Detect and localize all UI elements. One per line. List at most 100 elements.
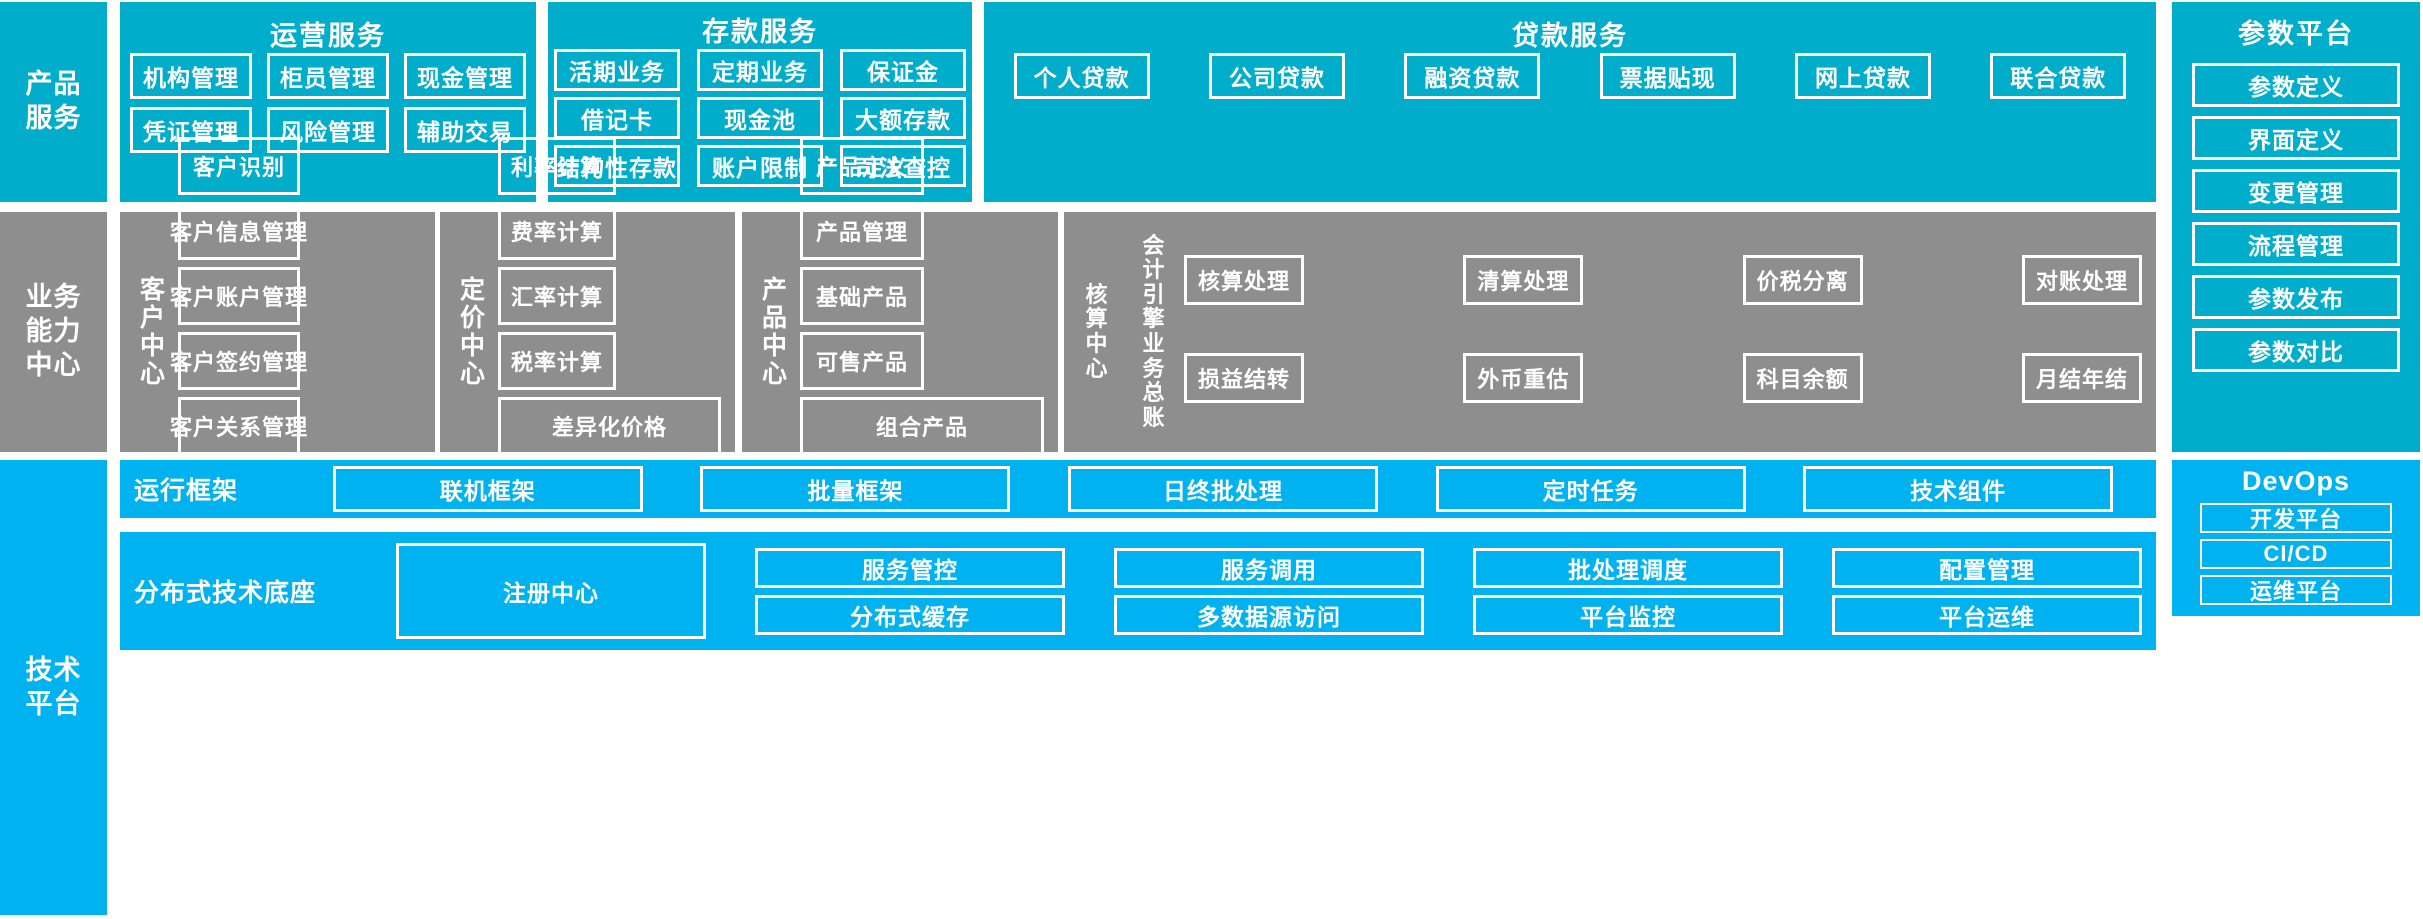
- tech-box-registry[interactable]: 注册中心: [396, 543, 706, 639]
- devops-box[interactable]: 运维平台: [2200, 575, 2392, 605]
- strip-label: 分布式技术底座: [134, 579, 317, 607]
- service-box[interactable]: 个人贷款: [1013, 53, 1150, 99]
- band-label-technology-platform: 技术 平台: [0, 460, 107, 915]
- group-vlabel-pricing-center: 定 价 中 心: [452, 276, 494, 388]
- service-box[interactable]: 定期业务: [697, 49, 823, 91]
- band-label-product-services: 产品 服务: [0, 2, 107, 202]
- service-box[interactable]: 借记卡: [554, 97, 680, 139]
- parameter-box[interactable]: 参数定义: [2192, 63, 2400, 107]
- vlabel-char: 心: [139, 360, 166, 388]
- tech-box[interactable]: 配置管理: [1832, 547, 2142, 588]
- service-box[interactable]: 辅助交易: [404, 107, 526, 153]
- tech-box[interactable]: 批量框架: [700, 466, 1011, 512]
- vlabel-char: 价: [459, 304, 486, 332]
- service-box[interactable]: 账户限制: [697, 145, 823, 187]
- capability-box[interactable]: 产品管理: [800, 202, 924, 260]
- service-box[interactable]: 柜员管理: [267, 53, 389, 99]
- capability-box[interactable]: 可售产品: [800, 332, 924, 390]
- service-box[interactable]: 活期业务: [554, 49, 680, 91]
- band-label-line: 产品: [25, 69, 82, 100]
- capability-box[interactable]: 基础产品: [800, 267, 924, 325]
- vlabel-char: 产: [761, 276, 788, 304]
- service-box[interactable]: 结构性存款: [554, 145, 680, 187]
- panel-items: 开发平台 CI/CD 运维平台: [2172, 503, 2420, 605]
- tech-box[interactable]: 联机框架: [332, 466, 643, 512]
- capability-box[interactable]: 税率计算: [498, 332, 616, 390]
- group-vlabel-product-center: 产 品 中 心: [754, 276, 796, 388]
- strip-label: 运行框架: [134, 477, 239, 505]
- service-box[interactable]: 现金管理: [404, 53, 526, 99]
- devops-box[interactable]: 开发平台: [2200, 503, 2392, 533]
- group-items: 机构管理 柜员管理 现金管理 凭证管理 风险管理 辅助交易: [120, 53, 536, 161]
- vlabel-char: 算: [1085, 306, 1109, 332]
- capability-box[interactable]: 客户账户管理: [170, 267, 307, 325]
- tech-box[interactable]: 批处理调度: [1473, 547, 1783, 588]
- capability-box[interactable]: 客户关系管理: [170, 397, 307, 455]
- capability-box[interactable]: 客户信息管理: [170, 202, 307, 260]
- vlabel-char: 中: [1085, 331, 1109, 356]
- capability-box[interactable]: 价税分离: [1742, 254, 1863, 305]
- tech-box[interactable]: 技术组件: [1803, 466, 2114, 512]
- capability-box[interactable]: 对账处理: [2021, 254, 2142, 305]
- service-box[interactable]: 风险管理: [267, 107, 389, 153]
- capability-box[interactable]: 汇率计算: [498, 267, 616, 325]
- tech-box[interactable]: 多数据源访问: [1114, 594, 1424, 635]
- capability-box[interactable]: 利率计算: [498, 137, 616, 195]
- devops-box[interactable]: CI/CD: [2200, 539, 2392, 569]
- capability-box[interactable]: 科目余额: [1742, 353, 1863, 404]
- capability-box[interactable]: 核算处理: [1184, 254, 1304, 305]
- panel-parameter-platform: 参数平台 参数定义 界面定义 变更管理 流程管理 参数发布 参数对比: [2172, 2, 2420, 452]
- capability-box[interactable]: 外币重估: [1463, 353, 1584, 404]
- service-box[interactable]: 保证金: [840, 49, 966, 91]
- service-box[interactable]: 公司贷款: [1208, 53, 1345, 99]
- vlabel-char: 客: [139, 276, 166, 304]
- strip-items: 注册中心 服务管控 分布式缓存 服务调用 多数据源访问 批处理调度 平台监控 配…: [382, 543, 2156, 639]
- service-box[interactable]: 融资贷款: [1404, 53, 1541, 99]
- tech-box[interactable]: 服务调用: [1114, 547, 1424, 588]
- capability-box[interactable]: 客户识别: [178, 137, 300, 195]
- group-deposit-services: 存款服务 活期业务 定期业务 保证金 借记卡 现金池 大额存款 结构性存款 账户…: [548, 2, 972, 202]
- vlabel-char: 总: [1142, 380, 1166, 406]
- tech-box[interactable]: 平台监控: [1473, 594, 1783, 635]
- strip-items: 联机框架 批量框架 日终批处理 定时任务 技术组件: [290, 466, 2156, 512]
- band-label-line: 业务: [25, 282, 82, 313]
- row-business-capability: 业务 能力 中心 客 户 中 心 客户识别 客户信息管理 客户账户管理 客户签约…: [0, 137, 2423, 520]
- vlabel-char: 心: [459, 360, 486, 388]
- tech-box[interactable]: 服务管控: [755, 547, 1065, 588]
- service-box[interactable]: 大额存款: [840, 97, 966, 139]
- service-box[interactable]: 现金池: [697, 97, 823, 139]
- service-box[interactable]: 网上贷款: [1794, 53, 1931, 99]
- capability-box[interactable]: 产品定义: [800, 137, 924, 195]
- band-label-line: 服务: [25, 103, 82, 133]
- capability-box[interactable]: 月结年结: [2021, 353, 2142, 404]
- tech-box[interactable]: 分布式缓存: [755, 594, 1065, 635]
- service-box[interactable]: 司法查控: [840, 145, 966, 187]
- service-box[interactable]: 票据贴现: [1599, 53, 1736, 99]
- subgroup-business-ledger: 业 务 总 账 损益结转 外币重估 科目余额 月结年结: [1122, 331, 2156, 431]
- capability-box[interactable]: 组合产品: [800, 397, 1044, 455]
- panel-devops: DevOps 开发平台 CI/CD 运维平台: [2172, 460, 2420, 616]
- tech-box[interactable]: 日终批处理: [1067, 466, 1378, 512]
- capability-box[interactable]: 差异化价格: [498, 397, 721, 455]
- group-title: 存款服务: [702, 17, 818, 47]
- vlabel-char: 务: [1142, 355, 1166, 381]
- service-box[interactable]: 凭证管理: [130, 107, 252, 153]
- parameter-box[interactable]: 流程管理: [2192, 222, 2400, 266]
- service-box[interactable]: 机构管理: [130, 53, 252, 99]
- subgroup-vlabel-accounting-engine: 会 计 引 擎: [1134, 233, 1174, 333]
- accounting-subgroups: 会 计 引 擎 核算处理 清算处理 价税分离 对账处理 业: [1122, 212, 2156, 452]
- parameter-box[interactable]: 变更管理: [2192, 169, 2400, 213]
- parameter-box[interactable]: 参数发布: [2192, 275, 2400, 319]
- service-box[interactable]: 联合贷款: [1990, 53, 2127, 99]
- capability-box[interactable]: 费率计算: [498, 202, 616, 260]
- subgroup-vlabel-business-ledger: 业 务 总 账: [1134, 331, 1174, 431]
- tech-box[interactable]: 定时任务: [1435, 466, 1746, 512]
- capability-box[interactable]: 清算处理: [1463, 254, 1584, 305]
- capability-box[interactable]: 客户签约管理: [170, 332, 307, 390]
- parameter-box[interactable]: 界面定义: [2192, 116, 2400, 160]
- tech-box[interactable]: 平台运维: [1832, 594, 2142, 635]
- parameter-box[interactable]: 参数对比: [2192, 328, 2400, 372]
- capability-box[interactable]: 损益结转: [1184, 353, 1304, 404]
- group-pricing-center: 定 价 中 心 利率计算 费率计算 汇率计算 税率计算 差异化价格 个性化价格: [440, 137, 735, 520]
